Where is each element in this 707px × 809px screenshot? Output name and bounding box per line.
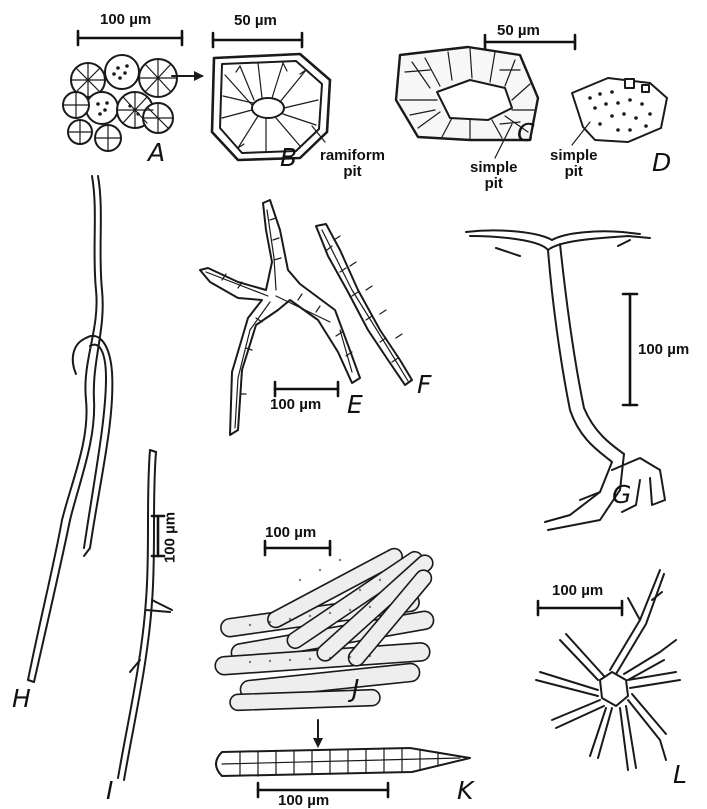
panel-letter-b: B [280,145,297,170]
scale-label-e: 100 µm [270,397,321,412]
panel-c-drawing [396,35,575,140]
panel-letter-a: A [148,140,165,165]
annotation-simple-pit-d: simple pit [550,148,598,180]
panel-a-drawing [63,31,204,151]
panel-h-drawing [28,176,112,682]
panel-g-drawing [466,230,665,530]
panel-i-drawing [118,450,172,780]
annotation-ramiform-pit: ramiform pit [320,148,385,180]
panel-letter-l: L [673,762,687,787]
panel-f-drawing [316,224,412,385]
annotation-simple-pit-d-text: simple pit [550,148,598,180]
scale-label-k: 100 µm [278,793,329,808]
panel-letter-f: F [417,372,431,397]
panel-letter-e: E [347,392,363,417]
panel-letter-h: H [12,686,31,711]
panel-l-drawing [536,570,680,770]
panel-b-drawing [212,33,330,160]
scale-label-c: 50 µm [497,23,540,38]
scale-label-g: 100 µm [638,342,689,357]
panel-letter-k: K [457,778,473,803]
panel-letter-i: I [106,778,113,803]
scale-label-b: 50 µm [234,13,277,28]
scale-label-a: 100 µm [100,12,151,27]
panel-letter-d: D [652,150,671,175]
panel-k-drawing [216,748,470,797]
scale-label-l: 100 µm [552,583,603,598]
scale-label-i: 100 µm [163,510,178,566]
panel-j-drawing [215,541,436,748]
annotation-simple-pit-c-text: simple pit [470,160,518,192]
scale-label-j: 100 µm [265,525,316,540]
annotation-ramiform-pit-text: ramiform pit [320,148,385,180]
panel-letter-c: C [517,120,534,145]
panel-letter-j: J [352,676,359,701]
panel-letter-g: G [612,482,631,507]
annotation-simple-pit-c: simple pit [470,160,518,192]
